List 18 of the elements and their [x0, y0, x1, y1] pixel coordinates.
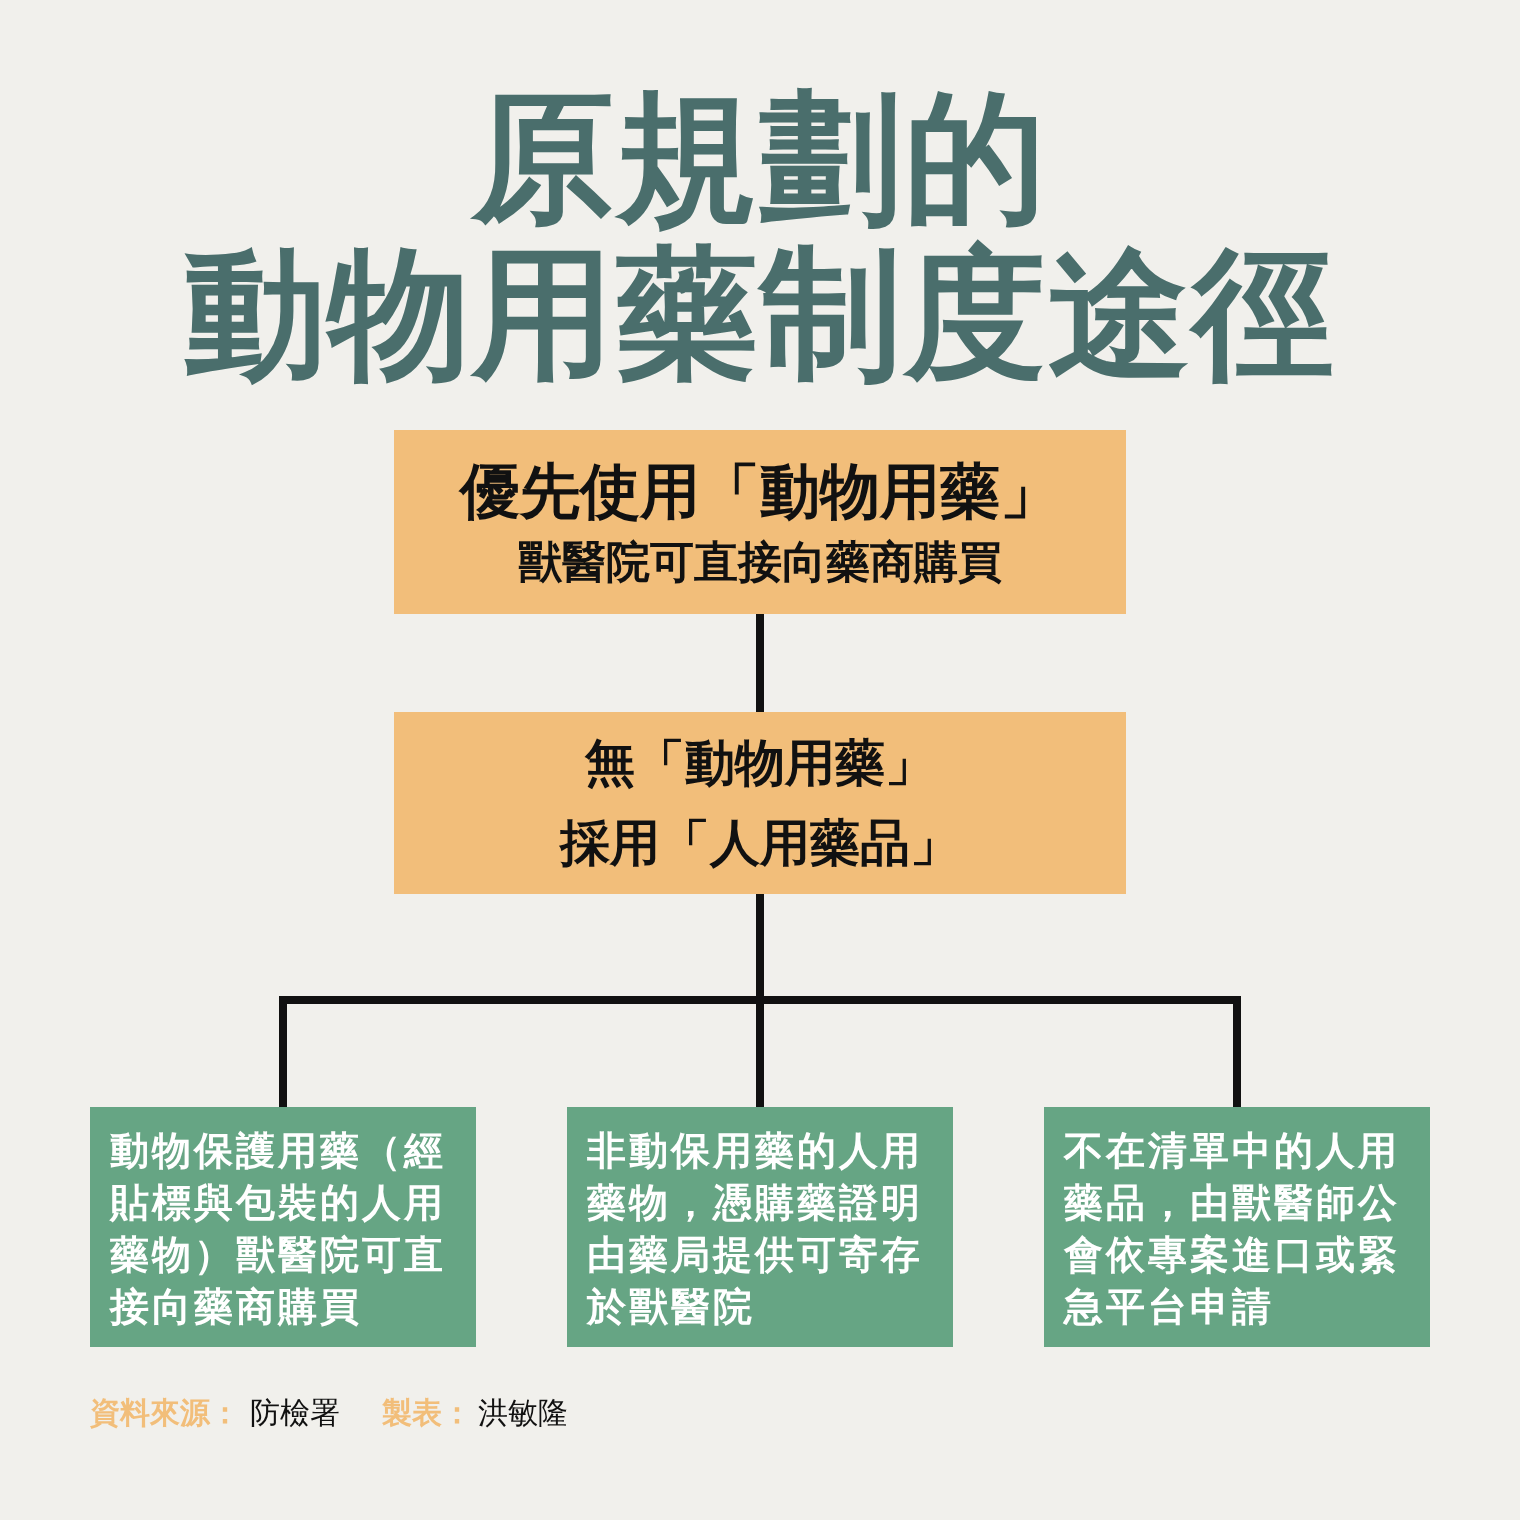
source-label: 資料來源： [90, 1394, 240, 1432]
box-heading: 動物保護用藥（經貼標與包裝的人用藥物）獸醫院可直接向藥商購買 [110, 1127, 447, 1331]
connector-line [756, 614, 764, 712]
credit-text: 洪敏隆 [478, 1394, 568, 1432]
box-text: 採用「人用藥品」 [560, 813, 960, 874]
credit-label: 製表： [382, 1394, 472, 1432]
title: 原規劃的動物用藥制度途徑 [183, 80, 1337, 392]
box-heading: 不在清單中的人用藥品，由獸醫師公會依專案進口或緊急平台申請 [1064, 1127, 1401, 1331]
box-text: 獸醫院可直接向藥商購買 [518, 535, 1002, 589]
process-box [394, 712, 1126, 894]
text-box [567, 1107, 953, 1347]
process-box [394, 430, 1126, 614]
text-box [1044, 1107, 1430, 1347]
box-heading: 非動保用藥的人用藥物，憑購藥證明由藥局提供可寄存於獸醫院 [587, 1127, 924, 1331]
box-heading: 無「動物用藥」 [585, 733, 935, 794]
text-box [90, 1107, 476, 1347]
source-text: 防檢署 [250, 1394, 340, 1432]
box-heading: 優先使用「動物用藥」 [460, 455, 1060, 528]
